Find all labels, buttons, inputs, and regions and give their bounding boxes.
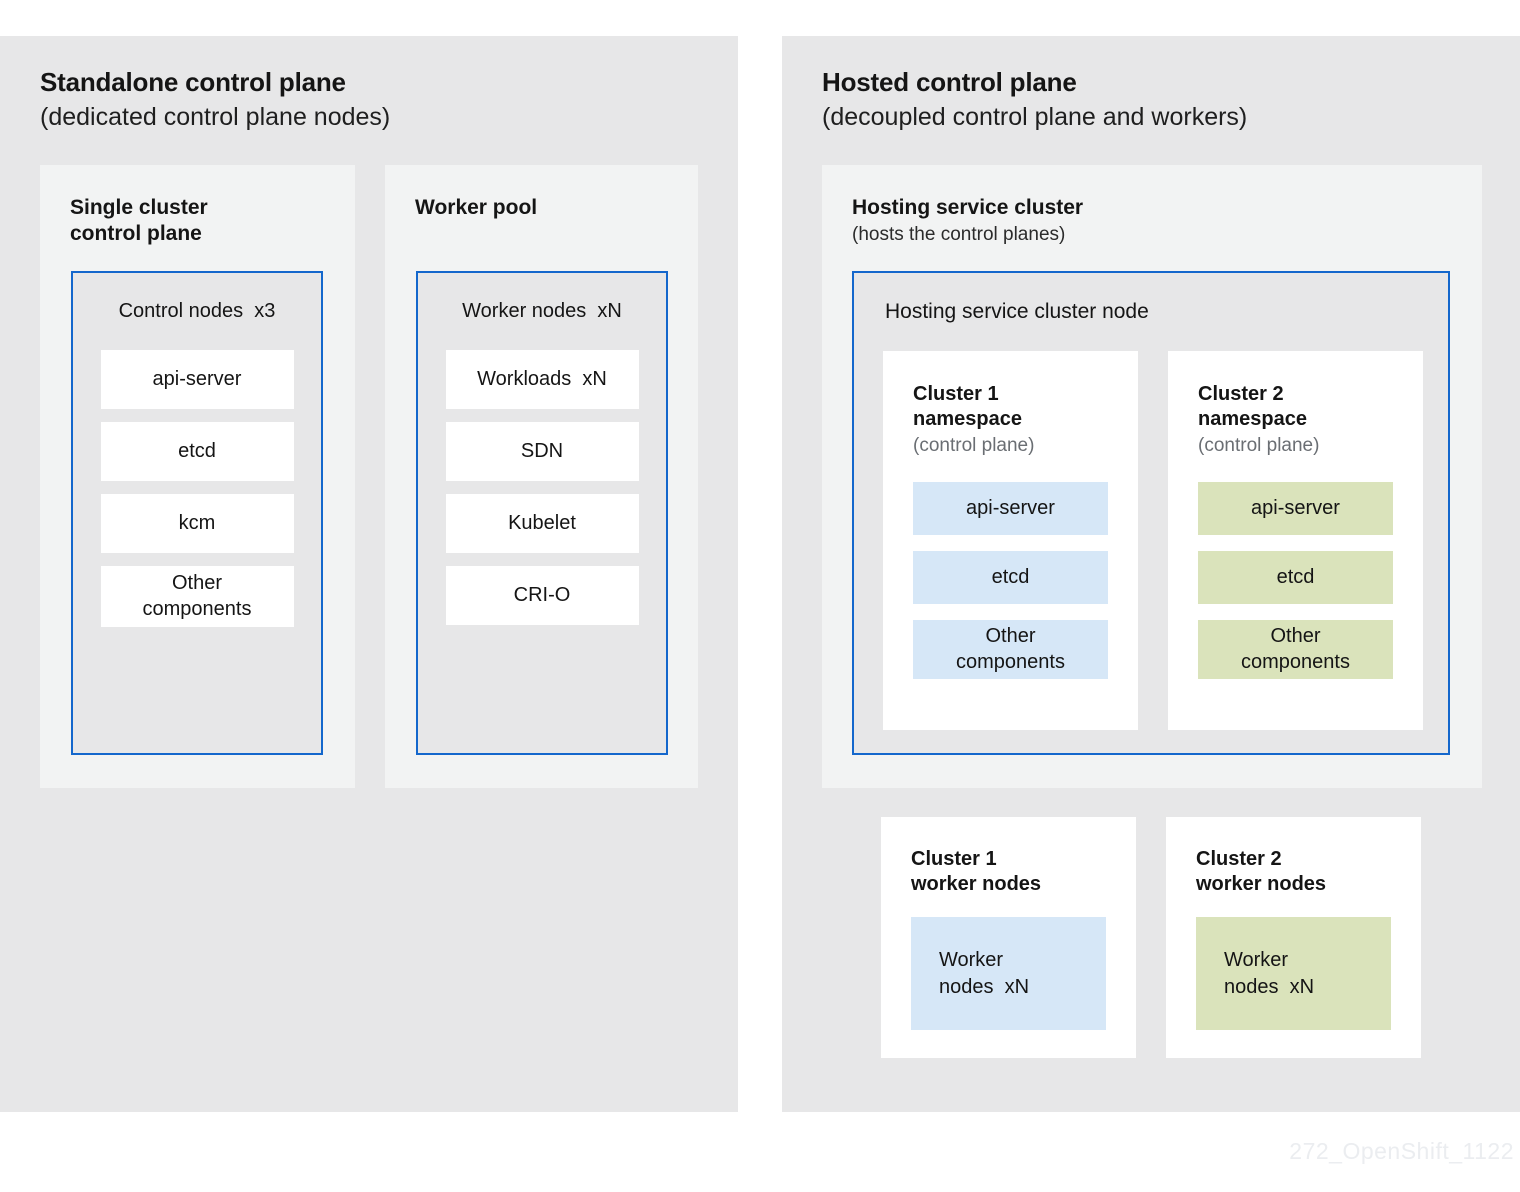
cluster1-component-other: Other components	[913, 620, 1108, 680]
component-kcm: kcm	[100, 494, 294, 553]
hosting-service-cluster-panel: Hosting service cluster (hosts the contr…	[822, 165, 1482, 788]
standalone-panel: Standalone control plane (dedicated cont…	[0, 36, 738, 1112]
component-workloads: Workloads xN	[445, 350, 639, 409]
component-crio: CRI-O	[445, 566, 639, 625]
hosting-service-cluster-node-title: Hosting service cluster node	[885, 300, 1149, 323]
hosted-title: Hosted control plane	[822, 67, 1077, 97]
single-cluster-control-plane-header: Single cluster control plane	[70, 195, 208, 246]
hosted-header: Hosted control plane (decoupled control …	[822, 67, 1248, 132]
cluster1-component-api-server: api-server	[913, 482, 1108, 535]
hosting-service-cluster-node-box: Hosting service cluster node Cluster 1 n…	[852, 271, 1450, 755]
single-cluster-control-plane-title: Single cluster control plane	[70, 196, 208, 245]
cluster2-component-etcd: etcd	[1198, 551, 1393, 604]
hosting-service-cluster-header: Hosting service cluster (hosts the contr…	[852, 195, 1083, 246]
component-api-server: api-server	[100, 350, 294, 409]
cluster1-component-etcd: etcd	[913, 551, 1108, 604]
hosting-service-cluster-title: Hosting service cluster	[852, 196, 1084, 219]
cluster1-namespace-subtitle: (control plane)	[913, 435, 1035, 456]
component-sdn: SDN	[445, 422, 639, 481]
worker-nodes-components: Workloads xN SDN Kubelet CRI-O	[418, 350, 666, 625]
control-nodes-box: Control nodes x3 api-server etcd kcm Oth…	[71, 271, 323, 755]
cluster1-worker-nodes-card: Cluster 1 worker nodes Worker nodes xN	[881, 817, 1136, 1058]
cluster2-worker-nodes-card: Cluster 2 worker nodes Worker nodes xN	[1166, 817, 1421, 1058]
cluster2-component-other: Other components	[1198, 620, 1393, 680]
hosting-service-cluster-subtitle: (hosts the control planes)	[852, 223, 1066, 245]
standalone-subtitle: (dedicated control plane nodes)	[40, 102, 391, 131]
cluster2-component-api-server: api-server	[1198, 482, 1393, 535]
worker-pool-header: Worker pool	[415, 195, 537, 221]
control-nodes-components: api-server etcd kcm Other components	[73, 350, 321, 628]
single-cluster-control-plane-panel: Single cluster control plane Control nod…	[40, 165, 355, 788]
component-etcd: etcd	[100, 422, 294, 481]
cluster2-namespace-title: Cluster 2 namespace	[1198, 383, 1307, 430]
cluster1-namespace-title: Cluster 1 namespace	[913, 383, 1022, 430]
cluster2-namespace-card: Cluster 2 namespace (control plane) api-…	[1168, 351, 1423, 730]
cluster2-components: api-server etcd Other components	[1198, 482, 1393, 680]
hosted-subtitle: (decoupled control plane and workers)	[822, 102, 1248, 131]
component-other: Other components	[100, 566, 294, 628]
cluster2-worker-nodes-title: Cluster 2 worker nodes	[1196, 848, 1327, 895]
cluster1-worker-nodes-title: Cluster 1 worker nodes	[911, 848, 1042, 895]
cluster2-worker-nodes-box: Worker nodes xN	[1196, 917, 1391, 1030]
hosted-panel: Hosted control plane (decoupled control …	[782, 36, 1520, 1112]
standalone-header: Standalone control plane (dedicated cont…	[40, 67, 391, 132]
cluster2-namespace-subtitle: (control plane)	[1198, 435, 1320, 456]
cluster1-components: api-server etcd Other components	[913, 482, 1108, 680]
worker-pool-panel: Worker pool Worker nodes xN Workloads xN…	[385, 165, 698, 788]
cluster1-worker-nodes-box: Worker nodes xN	[911, 917, 1106, 1030]
worker-nodes-box: Worker nodes xN Workloads xN SDN Kubelet…	[416, 271, 668, 755]
worker-pool-title: Worker pool	[415, 196, 538, 219]
worker-nodes-title: Worker nodes xN	[462, 300, 622, 322]
control-nodes-title: Control nodes x3	[118, 300, 276, 322]
cluster1-namespace-card: Cluster 1 namespace (control plane) api-…	[883, 351, 1138, 730]
standalone-title: Standalone control plane	[40, 67, 346, 97]
component-kubelet: Kubelet	[445, 494, 639, 553]
watermark-label: 272_OpenShift_1122	[1289, 1138, 1514, 1164]
